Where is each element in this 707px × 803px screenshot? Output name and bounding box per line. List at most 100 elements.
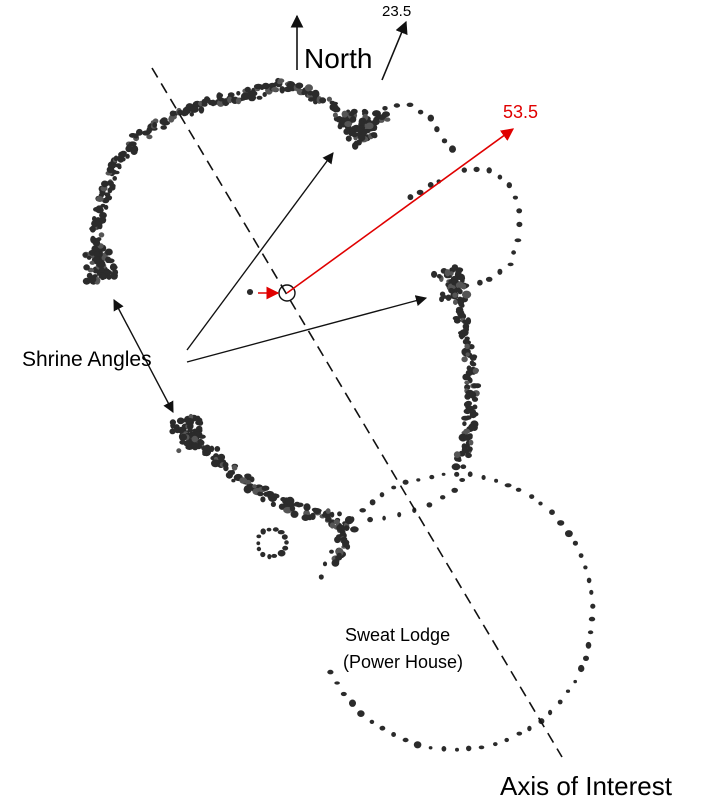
stone [304, 84, 313, 92]
stone [349, 699, 356, 707]
stone [330, 104, 339, 112]
stone [441, 472, 446, 476]
stone [322, 513, 327, 517]
stone [516, 731, 523, 736]
stone [82, 277, 91, 285]
stone [548, 709, 553, 716]
stone [493, 742, 498, 747]
stone [334, 536, 341, 544]
shrine-angle-arrow-upper [186, 152, 334, 351]
stone [125, 153, 130, 159]
stone [369, 719, 375, 725]
stone [256, 541, 261, 546]
stone [128, 141, 137, 147]
stone [449, 271, 454, 276]
stone [93, 251, 101, 258]
stone [578, 664, 585, 673]
stone [462, 421, 467, 427]
stone [486, 167, 492, 174]
stone [429, 474, 435, 480]
stone [511, 250, 516, 255]
stone [372, 110, 381, 117]
stone [82, 252, 88, 258]
stone [583, 655, 589, 661]
stone [257, 491, 264, 497]
stone [204, 96, 210, 101]
stone [465, 452, 472, 459]
stone [467, 471, 473, 478]
stone [201, 445, 208, 451]
stone [187, 424, 192, 430]
stone [357, 710, 365, 717]
stone [463, 374, 471, 381]
stone [160, 117, 168, 123]
stone [469, 391, 477, 399]
stone [494, 478, 499, 483]
stone [319, 97, 327, 104]
stone [350, 526, 359, 533]
stone [573, 679, 577, 684]
stone [477, 279, 483, 286]
stone [271, 87, 279, 92]
stone [284, 540, 289, 545]
stone [461, 356, 468, 363]
stone [463, 428, 471, 434]
stone [97, 261, 105, 269]
stone [252, 484, 257, 489]
stone [90, 235, 96, 244]
sweat-lodge-label: Sweat Lodge [345, 625, 450, 645]
stone [191, 435, 198, 443]
stone [457, 275, 465, 281]
stone [467, 446, 473, 452]
stone [529, 494, 535, 499]
stone [285, 496, 295, 506]
stone [256, 534, 262, 539]
stone [216, 93, 224, 98]
stone [199, 440, 205, 446]
stone [105, 256, 112, 264]
stone [146, 134, 153, 140]
stone [343, 128, 350, 135]
stone [214, 446, 221, 452]
stone [514, 238, 522, 243]
axis-of-interest-line [151, 67, 563, 758]
stone [449, 145, 456, 153]
stone [588, 616, 596, 622]
stone [334, 681, 340, 685]
stone [222, 461, 229, 468]
stone [227, 92, 235, 98]
stone [407, 194, 414, 201]
bearing-53-5-arrow [286, 128, 515, 294]
stone [473, 383, 482, 389]
stone [290, 510, 299, 518]
stone [365, 122, 374, 130]
stone [235, 97, 242, 105]
stone [198, 106, 205, 114]
stone [359, 508, 367, 513]
stone [105, 195, 113, 201]
stone [427, 182, 434, 188]
stone [170, 422, 176, 429]
stone [249, 90, 258, 97]
stone [282, 545, 289, 551]
stone [391, 732, 396, 737]
stone [585, 641, 592, 649]
stone [382, 111, 390, 118]
stone [402, 737, 409, 743]
stone [244, 473, 252, 479]
stone [262, 92, 267, 97]
stone [249, 476, 255, 483]
stone [355, 127, 363, 133]
stone [86, 255, 92, 260]
stone [459, 478, 466, 482]
stone [92, 256, 100, 263]
stone [455, 747, 459, 752]
stone [227, 96, 233, 104]
stone [583, 565, 588, 570]
stone [497, 174, 503, 180]
stone [318, 574, 324, 580]
stone [103, 204, 109, 210]
stone [349, 116, 357, 123]
stone [589, 589, 594, 595]
